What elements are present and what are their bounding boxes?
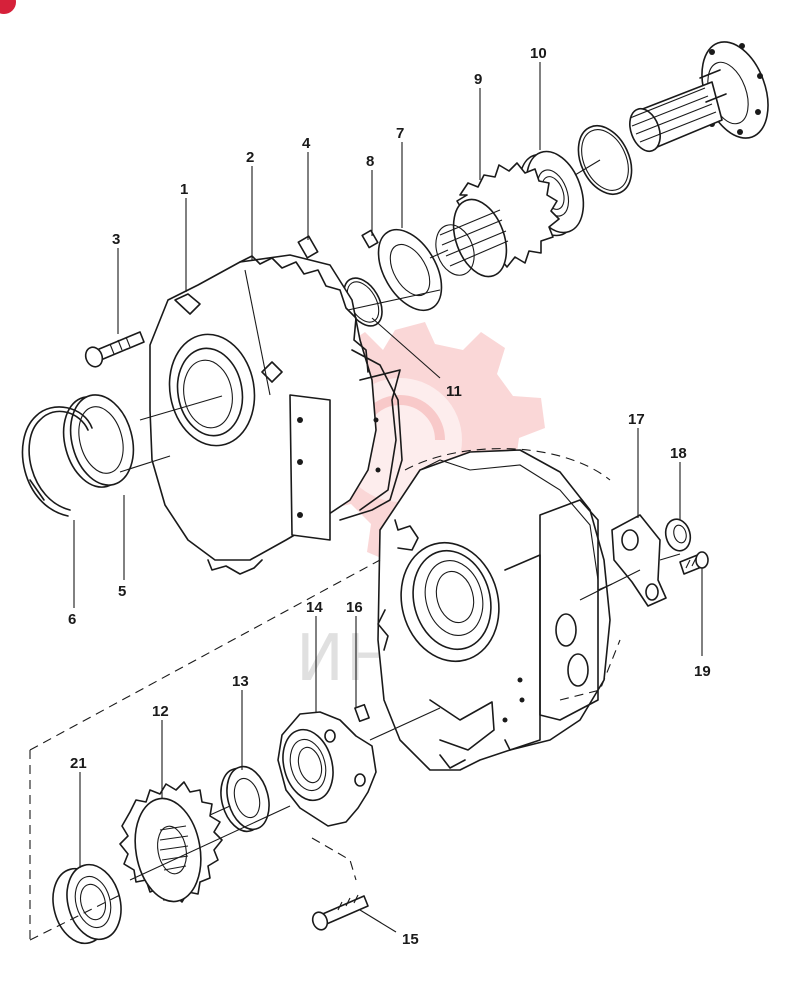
gear-9 <box>435 162 560 278</box>
callout-1: 1 <box>180 181 188 198</box>
bearing-13 <box>220 765 270 833</box>
callout-12: 12 <box>152 703 169 720</box>
callout-9: 9 <box>474 71 482 88</box>
pin-8 <box>361 229 379 249</box>
callout-18: 18 <box>670 445 687 462</box>
callout-11: 11 <box>446 383 462 400</box>
callout-17: 17 <box>628 411 645 428</box>
callout-7: 7 <box>396 125 404 142</box>
callout-19: 19 <box>694 663 711 680</box>
gear-12 <box>119 781 223 903</box>
bracket-17 <box>611 514 667 607</box>
callout-4: 4 <box>302 135 311 152</box>
callout-6: 6 <box>68 611 76 628</box>
bolt-19 <box>679 551 709 575</box>
bolt-3 <box>84 331 145 368</box>
callout-21: 21 <box>70 755 87 772</box>
main-housing <box>377 448 621 771</box>
front-cover-housing <box>149 254 403 575</box>
pin-16 <box>354 703 370 723</box>
washer-7 <box>377 228 443 312</box>
bolt-15 <box>311 894 369 931</box>
dowel-4 <box>297 235 319 259</box>
washer-18 <box>664 518 692 552</box>
callout-3: 3 <box>112 231 120 248</box>
callout-15: 15 <box>402 931 419 948</box>
callout-leaders <box>73 62 703 933</box>
callout-8: 8 <box>366 153 374 170</box>
callout-16: 16 <box>346 599 363 616</box>
callout-10: 10 <box>530 45 547 62</box>
corner-badge <box>0 0 16 14</box>
seal-5 <box>62 394 135 488</box>
callout-5: 5 <box>118 583 126 600</box>
callout-2: 2 <box>246 149 254 166</box>
callout-13: 13 <box>232 673 249 690</box>
bearing-retainer-14 <box>277 711 377 827</box>
output-shaft-flange <box>629 41 769 153</box>
callout-14: 14 <box>306 599 323 616</box>
callout-labels: 1 2 3 4 5 6 7 8 9 10 11 12 13 14 16 15 1… <box>68 45 711 948</box>
bearing-21 <box>52 863 122 945</box>
assembly-lines <box>29 159 681 941</box>
retaining-ring-6 <box>21 406 93 517</box>
